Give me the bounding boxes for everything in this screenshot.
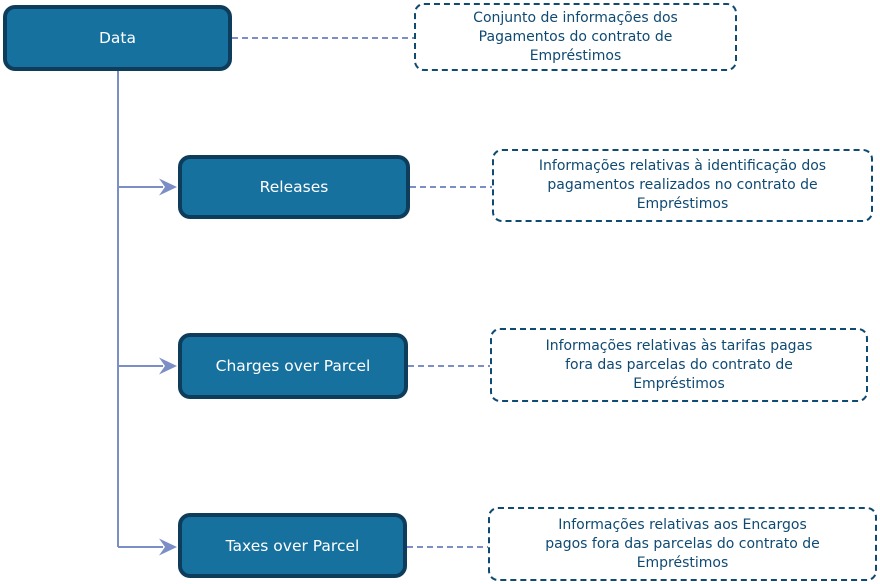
annotation-line: Empréstimos — [633, 375, 725, 392]
node-releases-label: Releases — [259, 178, 329, 196]
arrow-icon — [159, 178, 177, 196]
arrow-icon — [159, 357, 177, 375]
node-data: Data — [3, 5, 232, 71]
annotation-line: Pagamentos do contrato de — [478, 28, 673, 45]
annotation-line: Conjunto de informações dos — [473, 9, 678, 26]
annotation-line: Informações relativas aos Encargos — [558, 516, 807, 533]
arrow-icon — [159, 538, 177, 556]
node-charges-over-parcel: Charges over Parcel — [178, 333, 408, 399]
node-taxes-over-parcel-label: Taxes over Parcel — [225, 536, 360, 555]
annotation-releases: Informações relativas à identificação do… — [492, 149, 873, 222]
annotation-line: Empréstimos — [636, 554, 729, 571]
annotation-line: Informações relativas à identificação do… — [538, 158, 827, 174]
annotation-line: Informações relativas às tarifas pagas — [545, 337, 813, 354]
annotation-charges-over-parcel: Informações relativas às tarifas pagas f… — [490, 328, 868, 402]
annotation-line: pagamentos realizados no contrato de — [547, 177, 818, 193]
annotation-data: Conjunto de informações dos Pagamentos d… — [414, 3, 737, 71]
node-charges-over-parcel-label: Charges over Parcel — [215, 357, 371, 375]
node-taxes-over-parcel: Taxes over Parcel — [178, 513, 407, 578]
annotation-line: fora das parcelas do contrato de — [565, 356, 793, 373]
node-data-label: Data — [98, 29, 136, 47]
annotation-line: pagos fora das parcelas do contrato de — [545, 535, 820, 552]
annotation-line: Empréstimos — [529, 47, 622, 64]
annotation-taxes-over-parcel: Informações relativas aos Encargos pagos… — [488, 507, 877, 581]
annotation-line: Empréstimos — [636, 196, 729, 212]
node-releases: Releases — [178, 155, 410, 219]
